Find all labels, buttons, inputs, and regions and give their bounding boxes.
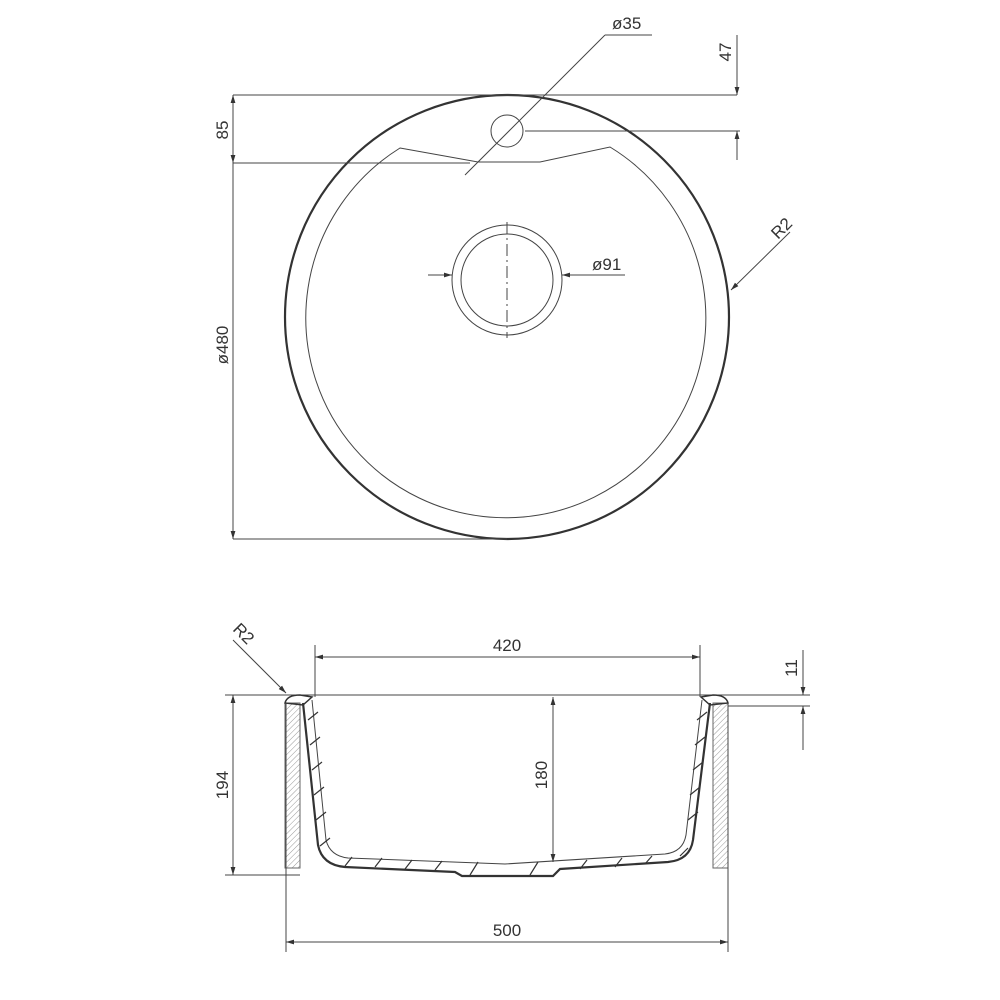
right-support-hatch bbox=[712, 702, 729, 869]
dim-rim-thickness: 11 bbox=[782, 659, 801, 677]
top-view: 85 ø480 47 ø35 R2 ø91 bbox=[213, 14, 796, 541]
right-rim-cap bbox=[699, 694, 729, 706]
dim-rim-depth: 85 bbox=[213, 121, 232, 140]
dim-tap-offset: 47 bbox=[716, 43, 735, 62]
dim-edge-radius: R2 bbox=[767, 214, 796, 243]
dim-drain-diameter: ø91 bbox=[592, 255, 621, 274]
left-support-hatch bbox=[284, 702, 301, 869]
dim-total-height: 194 bbox=[213, 771, 232, 799]
dim-tap-diameter: ø35 bbox=[612, 14, 641, 33]
bowl-inner-profile bbox=[311, 699, 703, 865]
dim-bowl-width: 420 bbox=[493, 636, 521, 655]
dim-outer-diameter: ø480 bbox=[213, 326, 232, 365]
tap-hole bbox=[490, 114, 524, 148]
sink-bowl-rim bbox=[305, 146, 707, 519]
bowl-outer-profile bbox=[301, 702, 712, 878]
dim-bowl-depth: 180 bbox=[532, 761, 551, 789]
left-rim-cap bbox=[284, 694, 314, 706]
section-view: 420 500 194 180 11 R2 bbox=[213, 619, 810, 952]
dim-overall-width: 500 bbox=[493, 921, 521, 940]
dim-section-edge-radius: R2 bbox=[229, 619, 258, 648]
